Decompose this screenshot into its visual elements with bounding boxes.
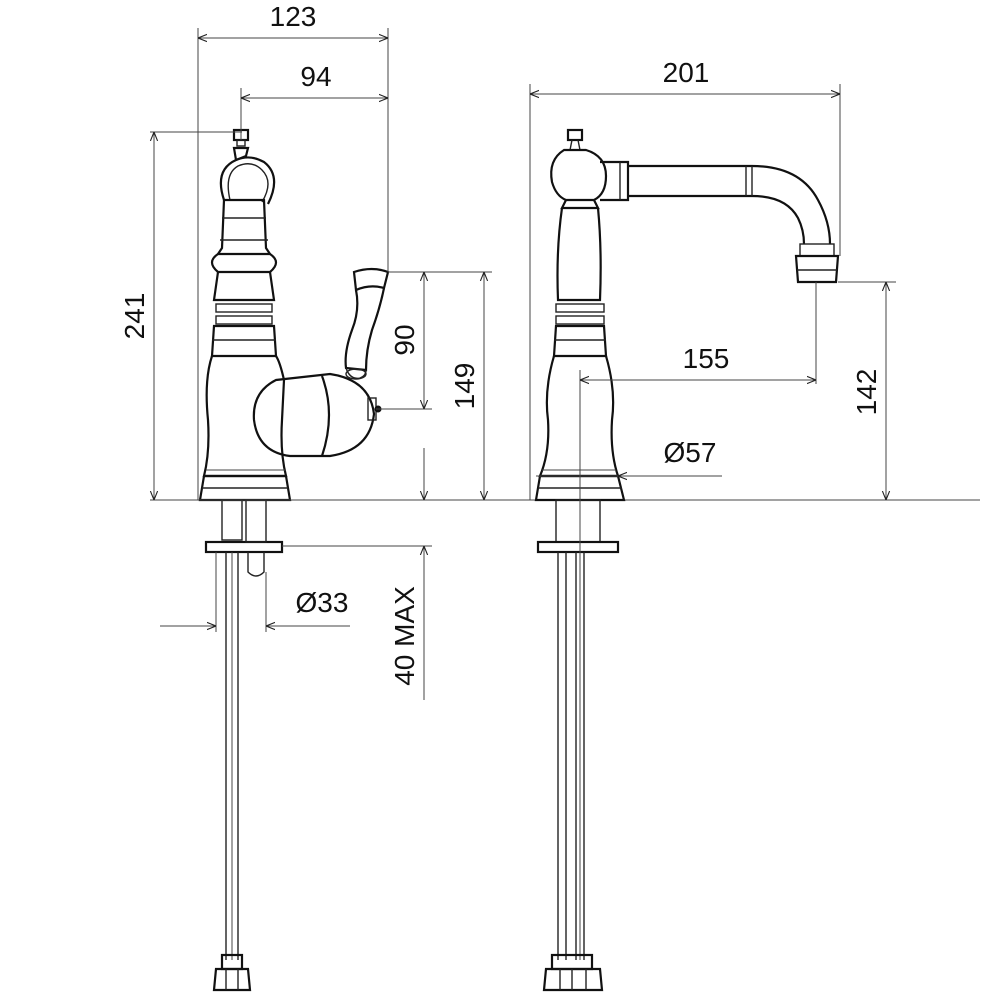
side-lever-handle <box>344 267 390 380</box>
side-cartridge <box>252 372 382 458</box>
dim-spout-height: 142 <box>851 369 882 416</box>
front-top-handle <box>566 128 584 151</box>
side-top-handle <box>219 128 276 205</box>
front-view: 201 155 142 Ø57 <box>529 57 896 992</box>
side-shanks <box>204 499 284 992</box>
dim-base-diameter: Ø57 <box>664 437 717 468</box>
front-dimension-lines <box>530 94 886 500</box>
side-view: 123 94 241 90 149 Ø33 40 MAX <box>119 1 980 992</box>
dim-body-height: 149 <box>449 363 480 410</box>
side-dimension-lines <box>154 38 484 700</box>
dim-shank-diameter: Ø33 <box>296 587 349 618</box>
dim-lever-offset: 94 <box>300 61 331 92</box>
dim-spout-reach-overall: 201 <box>663 57 710 88</box>
front-shanks <box>536 499 620 992</box>
dim-lever-height: 90 <box>389 324 420 355</box>
front-spout <box>600 160 840 284</box>
dim-overall-height: 241 <box>119 293 150 340</box>
dim-overall-width: 123 <box>270 1 317 32</box>
dim-spout-reach: 155 <box>683 343 730 374</box>
side-body <box>198 198 292 502</box>
dim-max-counter-thickness: 40 MAX <box>389 586 420 686</box>
front-extension-lines <box>529 84 896 500</box>
